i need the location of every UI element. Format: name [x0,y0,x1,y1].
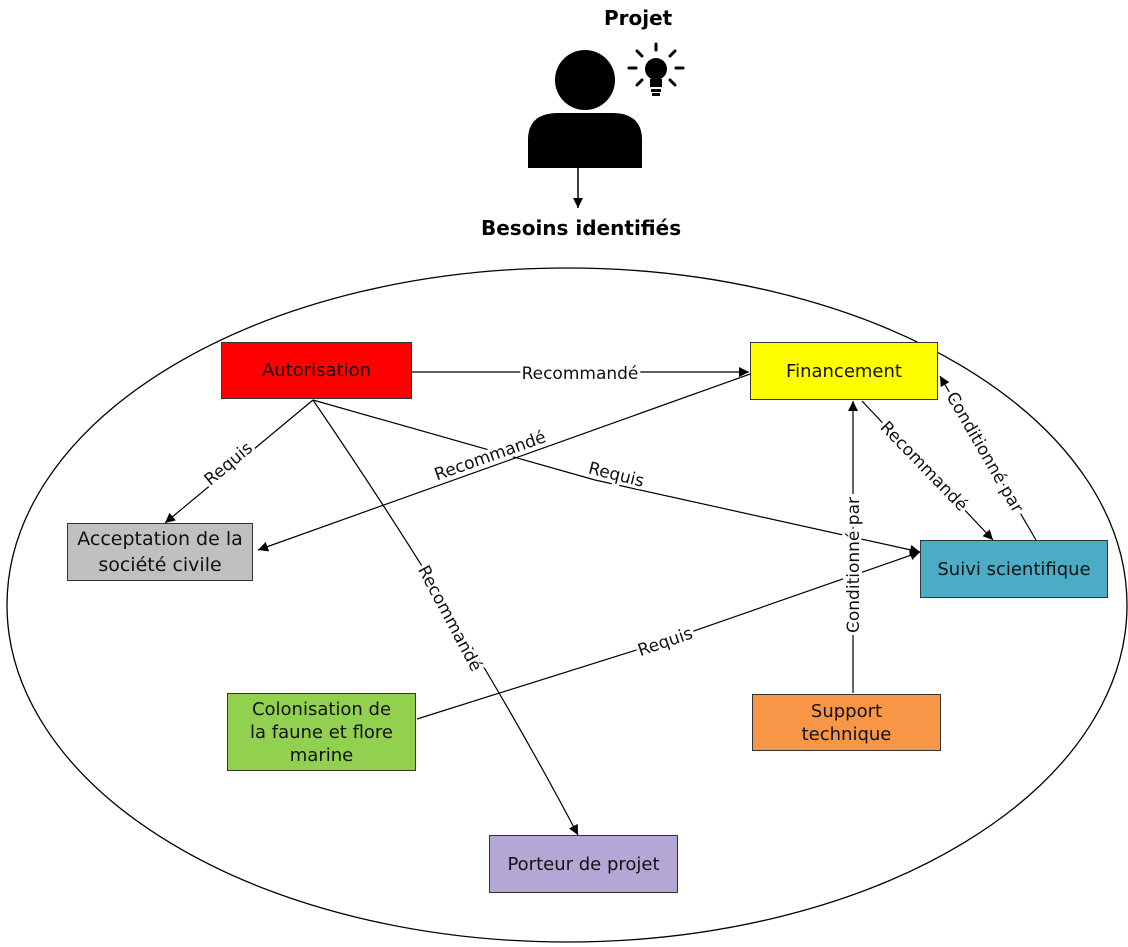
project-title: Projet [604,6,673,30]
edge-financement-suivi [861,400,994,541]
edge-label: Recommandé [522,364,639,384]
needs-title: Besoins identifiés [481,216,682,240]
edge-label: Requis [586,459,646,492]
edge-autorisation-acceptation [164,399,314,524]
edge-label: Recommandé [432,427,549,485]
node-financement: Financement [750,342,938,400]
edge-autorisation-porteur [312,399,579,836]
lightbulb-icon [627,42,685,96]
edge-label: Requis [635,624,695,661]
edge-colonisation-suivi [416,550,921,720]
node-acceptation: Acceptation de la société civile [67,523,253,581]
edge-autorisation-suivi [312,399,921,555]
node-colonisation: Colonisation de la faune et flore marine [227,693,416,771]
needs-ellipse [6,267,1128,943]
edge-financement-acceptation [257,372,754,552]
edge-label: Recommandé [876,418,972,516]
node-autorisation: Autorisation [221,342,412,399]
edge-label: Recommandé [413,562,486,675]
person-icon [528,50,642,168]
edge-label: Conditionné par [844,497,864,633]
edge-label: Requis [201,438,257,490]
node-suivi: Suivi scientifique [920,540,1108,598]
edge-suivi-financement [939,375,1037,541]
node-support: Support technique [752,694,941,751]
node-porteur: Porteur de projet [489,835,678,893]
